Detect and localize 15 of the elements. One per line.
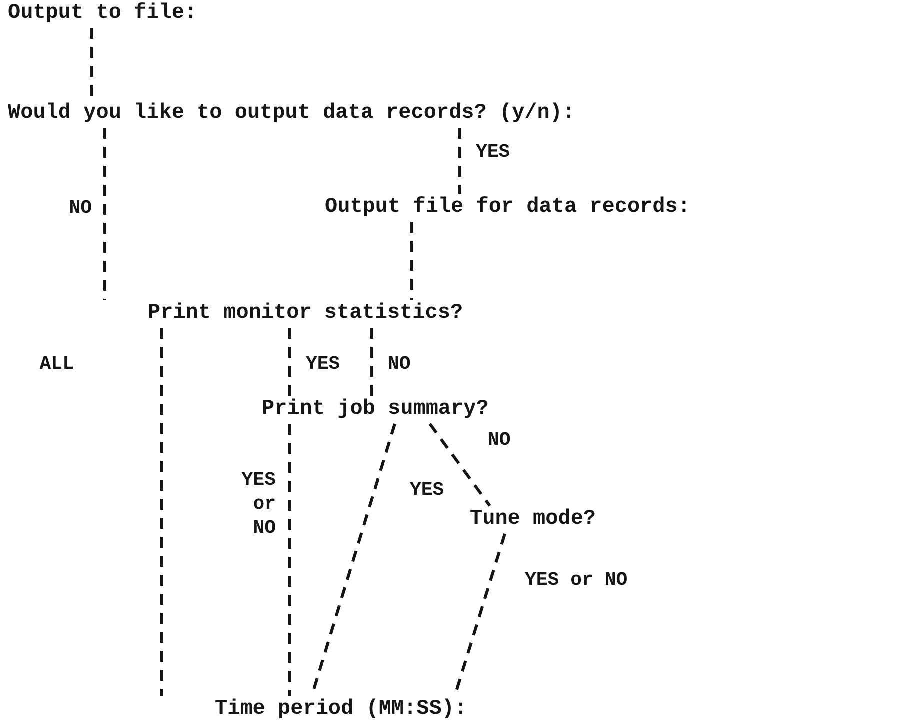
dashed-connector	[288, 424, 292, 696]
dashed-connector	[104, 128, 106, 300]
dashed-connector	[428, 423, 492, 507]
prompt-text: Would you like to output data records? (y/n):	[8, 102, 576, 126]
dashed-connector	[288, 328, 292, 396]
prompt-text: Output to file:	[8, 2, 198, 26]
prompt-text: Tune mode?	[470, 508, 596, 532]
dashed-connector	[410, 222, 414, 300]
prompt-text: Output file for data records:	[325, 196, 690, 220]
dashed-connector	[458, 128, 462, 194]
prompt-text: Print job summary?	[262, 398, 489, 422]
dashed-connector	[370, 328, 374, 396]
prompt-text: Time period (MM:SS):	[215, 698, 468, 722]
dashed-connector	[160, 328, 164, 696]
prompt-text: Print monitor statistics?	[148, 302, 464, 326]
